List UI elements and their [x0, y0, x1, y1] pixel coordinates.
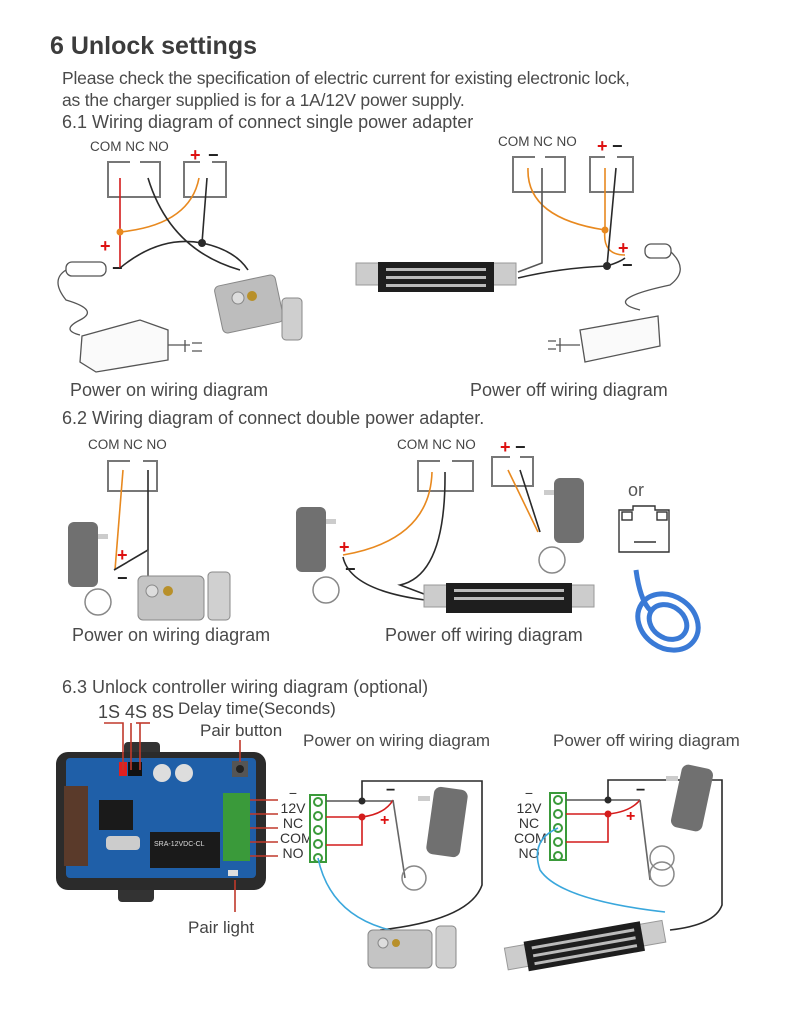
electric-lock-icon — [214, 274, 303, 341]
ethernet-cable-icon — [633, 569, 701, 653]
minus-sign: − — [636, 782, 646, 799]
electric-lock-icon — [137, 571, 231, 621]
terminal-labels-6-1-on: COM NC NO — [90, 139, 169, 154]
minus-sign: − — [386, 782, 396, 799]
off-terminal-labels: − 12V NC COM NO — [514, 785, 547, 861]
heading-6-2: 6.2 Wiring diagram of connect double pow… — [62, 408, 485, 428]
terminal-label-com: COM — [280, 830, 313, 846]
terminal-label-nc: NC — [282, 815, 304, 831]
junction-dot — [604, 810, 612, 818]
minus-sign: − — [612, 136, 623, 156]
magnetic-lock-icon — [355, 262, 517, 292]
minus-sign: − — [112, 258, 123, 278]
callout-lines — [104, 722, 278, 912]
junction-dot — [116, 228, 124, 236]
caption-power-on-6-2: Power on wiring diagram — [72, 625, 271, 645]
wires — [119, 177, 249, 271]
intro-line-2: as the charger supplied is for a 1A/12V … — [62, 90, 465, 110]
relay-model-text: SRA-12VDC-CL — [154, 841, 205, 848]
terminal-labels-6-1-off: COM NC NO — [498, 134, 577, 149]
caption-power-on-6-3: Power on wiring diagram — [303, 731, 491, 750]
caption-power-off-6-1: Power off wiring diagram — [470, 380, 668, 400]
controller-terminal-labels: − 12V NC COM NO — [280, 785, 313, 861]
wall-adapter-icon — [296, 507, 340, 604]
minus-sign: − — [622, 255, 633, 275]
junction-dot — [358, 813, 366, 821]
power-adapter-icon — [548, 243, 681, 363]
terminal-label-nc: NC — [518, 815, 540, 831]
caption-power-on-6-1: Power on wiring diagram — [70, 380, 269, 400]
terminal-labels-6-2-on: COM NC NO — [88, 437, 167, 452]
plus-sign: + — [339, 537, 350, 557]
plus-sign: + — [380, 812, 390, 829]
delay-options: 1S 4S 8S — [98, 702, 175, 722]
rj45-port-icon — [618, 505, 670, 553]
minus-sign: − — [345, 559, 356, 579]
section-title: 6 Unlock settings — [50, 32, 257, 60]
heading-6-3: 6.3 Unlock controller wiring diagram (op… — [62, 677, 429, 697]
terminal-label-no: NO — [282, 845, 304, 861]
heading-6-1: 6.1 Wiring diagram of connect single pow… — [62, 112, 474, 132]
junction-dot — [358, 797, 366, 805]
plus-sign: + — [190, 145, 201, 165]
junction-dot — [604, 796, 612, 804]
terminal-label-minus: − — [524, 785, 534, 801]
terminal-label-minus: − — [288, 785, 298, 801]
electric-lock-icon — [367, 925, 457, 969]
terminal-label-no: NO — [518, 845, 540, 861]
terminal-labels-6-2-off: COM NC NO — [397, 437, 476, 452]
minus-sign: − — [515, 437, 526, 457]
terminal-label-12v: 12V — [516, 800, 542, 816]
wall-adapter-icon — [401, 786, 468, 891]
relay-terminal-block — [107, 460, 158, 492]
wall-adapter-icon — [649, 764, 714, 887]
minus-sign: − — [117, 568, 128, 588]
plus-sign: + — [117, 545, 128, 565]
pair-light-label: Pair light — [188, 918, 255, 937]
plus-sign: + — [597, 136, 608, 156]
plus-sign: + — [618, 238, 629, 258]
caption-power-off-6-3: Power off wiring diagram — [553, 731, 740, 750]
plus-sign: + — [500, 437, 511, 457]
plus-sign: + — [100, 236, 111, 256]
junction-dot — [603, 262, 611, 270]
terminal-label-12v: 12V — [280, 800, 306, 816]
delay-time-label: Delay time(Seconds) — [178, 699, 336, 718]
or-label: or — [628, 480, 645, 500]
terminal-label-com: COM — [514, 830, 547, 846]
caption-power-off-6-2: Power off wiring diagram — [385, 625, 583, 645]
minus-sign: − — [208, 145, 219, 165]
power-adapter-icon — [57, 261, 202, 373]
controller-board-icon — [56, 742, 266, 902]
relay-terminal-block — [417, 456, 534, 492]
relay-terminal-block — [512, 156, 634, 193]
terminal-strip — [309, 794, 327, 863]
wall-adapter-icon — [538, 478, 584, 574]
intro-line-1: Please check the specification of electr… — [62, 68, 630, 88]
wall-adapter-icon — [68, 522, 112, 616]
relay-terminal-block — [107, 161, 227, 198]
terminal-strip — [549, 792, 567, 861]
magnetic-lock-icon — [503, 919, 667, 972]
magnetic-lock-icon — [423, 583, 595, 613]
pair-button-label: Pair button — [200, 721, 283, 740]
junction-dot — [601, 226, 609, 234]
plus-sign: + — [626, 808, 636, 825]
junction-dot — [198, 239, 206, 247]
